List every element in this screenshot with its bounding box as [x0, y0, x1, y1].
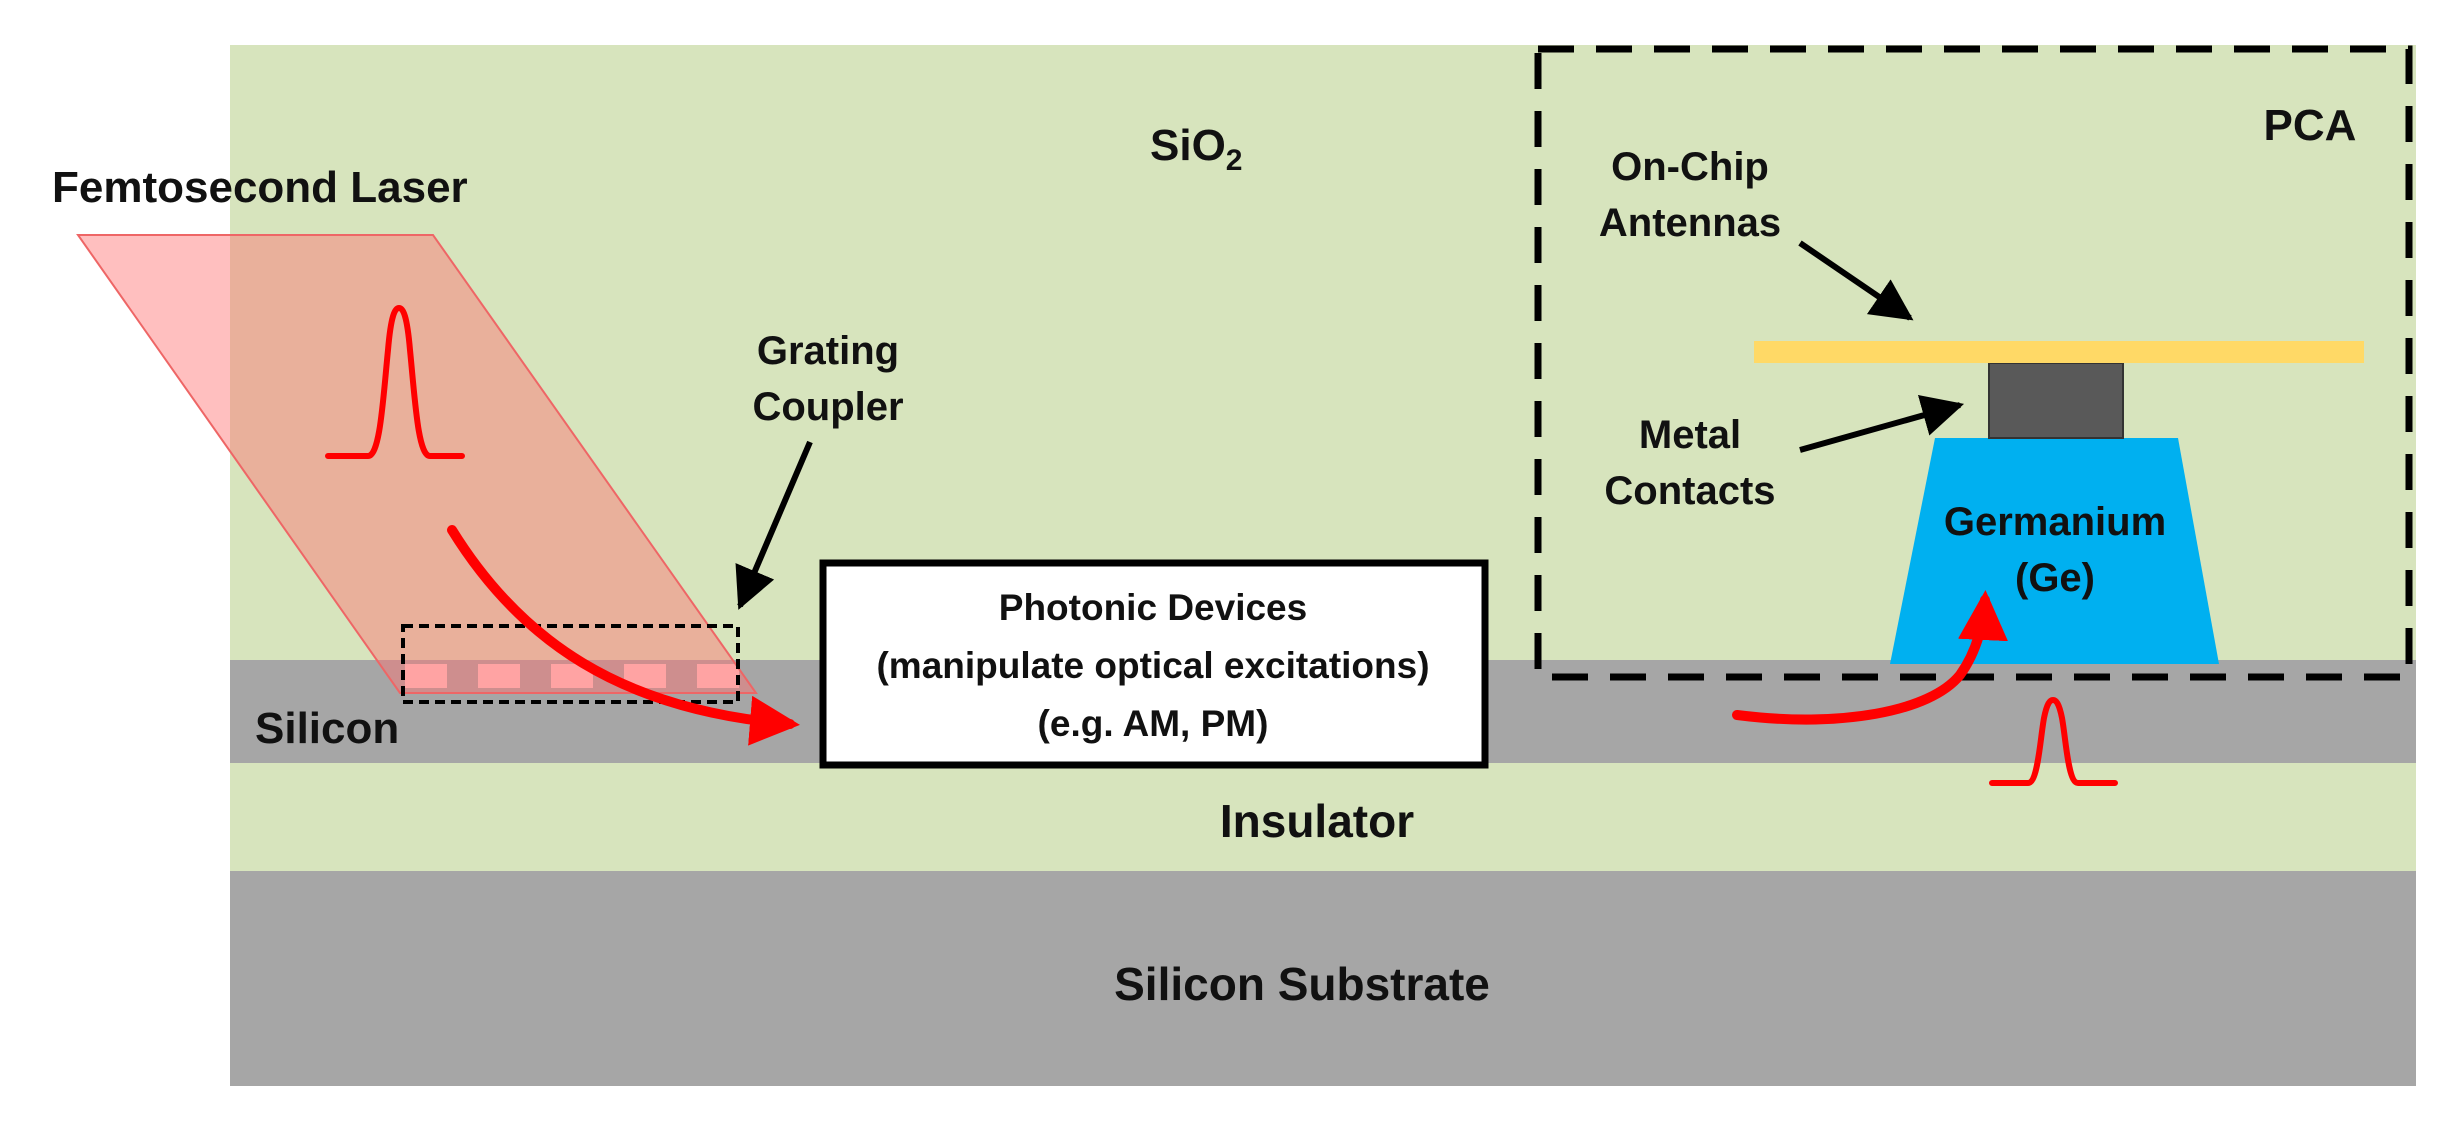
grating-coupler-box [401, 624, 740, 704]
antenna-pointer-arrow [1798, 240, 1914, 321]
silicon-label: Silicon [255, 704, 399, 753]
absorption-arrow [1732, 590, 2008, 725]
laser-pulse [325, 304, 465, 459]
grating-label-line1: Grating [757, 329, 899, 373]
substrate-label: Silicon Substrate [1114, 958, 1490, 1010]
contacts-label-line1: Metal [1639, 413, 1741, 457]
antennas-label-line1: On-Chip [1611, 145, 1769, 189]
antennas-label-line2: Antennas [1599, 201, 1781, 245]
photonic-label-line1: Photonic Devices [999, 587, 1307, 628]
insulator-layer [230, 763, 2416, 871]
contact-pointer-arrow [1799, 395, 1965, 453]
pca-region [1534, 45, 2413, 681]
contacts-label-line2: Contacts [1604, 469, 1775, 513]
photonic-label-line2: (manipulate optical excitations) [876, 645, 1429, 686]
photonic-label-line3: (e.g. AM, PM) [1038, 703, 1269, 744]
silicon-pulse [1989, 696, 2118, 786]
pca-label: PCA [2264, 101, 2357, 150]
laser-beam [76, 234, 758, 694]
germanium-label-line2: (Ge) [2015, 556, 2095, 600]
sio2-label: SiO2 [1150, 121, 1242, 177]
grating-pointer-arrow [735, 440, 813, 610]
grating-label-line2: Coupler [752, 385, 903, 429]
germanium-label-line1: Germanium [1944, 500, 2166, 544]
germanium-block [1890, 438, 2219, 664]
on-chip-antenna [1754, 341, 2364, 363]
insulator-label: Insulator [1220, 795, 1414, 847]
metal-contact [1988, 362, 2124, 439]
silicon-substrate-layer [230, 871, 2416, 1086]
laser-label: Femtosecond Laser [52, 163, 468, 212]
coupling-arrow [447, 525, 800, 746]
photonic-devices-box [819, 559, 1489, 769]
